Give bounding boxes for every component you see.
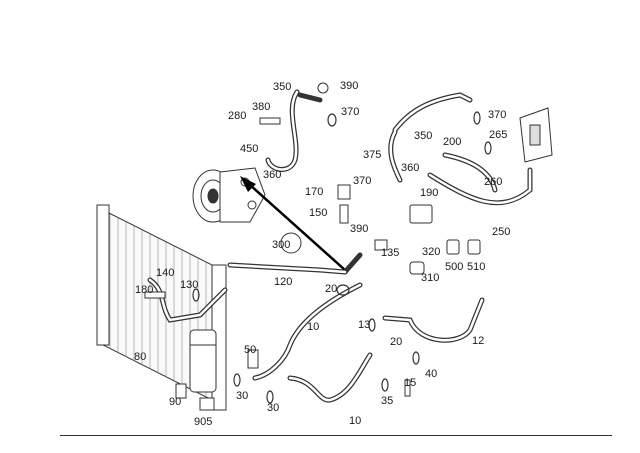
hose-outlines [148,90,532,402]
part-label-80: 80 [134,351,147,363]
part-label-180: 180 [135,284,154,296]
compressor [192,167,266,223]
part-label-500: 500 [445,261,464,273]
part-label-370: 370 [353,175,372,187]
part-label-13: 13 [358,319,371,331]
part-label-10: 10 [349,415,362,427]
part-label-20: 20 [390,336,403,348]
part-label-265: 265 [489,129,508,141]
o-rings [192,111,492,404]
part-label-90: 90 [169,396,182,408]
part-label-250: 250 [492,226,511,238]
clamp-bracket [280,232,302,254]
part-label-10: 10 [307,321,320,333]
part-label-370: 370 [341,106,360,118]
part-label-12: 12 [472,335,485,347]
part-label-130: 130 [180,279,199,291]
part-label-390: 390 [350,223,369,235]
part-label-450: 450 [240,143,259,155]
fasteners [144,82,481,411]
part-label-200: 200 [443,136,462,148]
part-label-375: 375 [363,149,382,161]
part-label-510: 510 [467,261,486,273]
part-label-380: 380 [252,101,271,113]
part-label-20: 20 [325,283,338,295]
part-label-350: 350 [273,81,292,93]
part-label-15: 15 [404,377,417,389]
part-label-280: 280 [228,110,247,122]
part-label-30: 30 [236,390,249,402]
receiver-drier [189,329,217,393]
part-label-260: 260 [484,176,503,188]
part-label-170: 170 [305,186,324,198]
part-label-360: 360 [401,162,420,174]
part-label-150: 150 [309,207,328,219]
part-label-350: 350 [414,130,433,142]
arrow-head [240,176,256,192]
part-label-300: 300 [272,239,291,251]
part-label-140: 140 [156,267,175,279]
bottom-rule [60,435,612,436]
part-label-310: 310 [421,272,440,284]
part-label-50: 50 [244,344,257,356]
expansion-valve [519,107,553,163]
part-label-40: 40 [425,368,438,380]
part-label-905: 905 [194,416,213,428]
pressure-sensor [337,184,351,224]
part-label-30: 30 [267,402,280,414]
part-label-135: 135 [381,247,400,259]
part-label-320: 320 [422,246,441,258]
part-label-190: 190 [420,187,439,199]
part-label-360: 360 [263,169,282,181]
part-label-35: 35 [381,395,394,407]
part-label-390: 390 [340,80,359,92]
part-label-370: 370 [488,109,507,121]
arrow-line [249,184,346,271]
part-label-120: 120 [274,276,293,288]
